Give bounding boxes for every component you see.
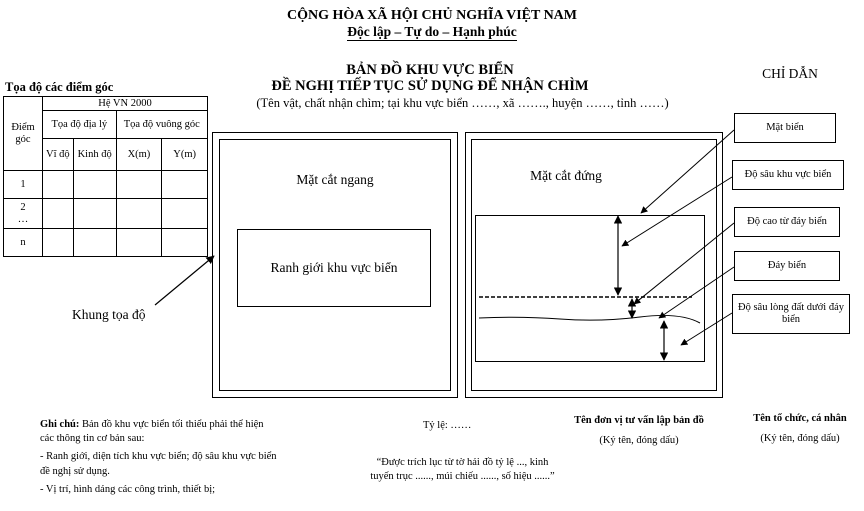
map-title: BẢN ĐỒ KHU VỰC BIỂN bbox=[346, 62, 514, 78]
cross-section-frame bbox=[212, 132, 458, 398]
consultant-title: Tên đơn vị tư vấn lập bản đồ bbox=[574, 415, 704, 426]
scale-label: Tỷ lệ: …… bbox=[423, 420, 472, 431]
footer-note: Ghi chú: Bản đồ khu vực biển tối thiểu p… bbox=[40, 418, 280, 497]
leader-height bbox=[633, 222, 735, 305]
table-cell bbox=[161, 228, 208, 257]
vertical-section-frame bbox=[465, 132, 723, 398]
note-item-1: - Ranh giới, diện tích khu vực biển; độ … bbox=[40, 451, 277, 477]
org-sign: (Ký tên, đóng dấu) bbox=[760, 433, 840, 444]
subsoil-line bbox=[478, 315, 701, 324]
lon-header: Kinh độ bbox=[72, 138, 117, 171]
table-row-point: 1 bbox=[3, 170, 43, 199]
note-label: Ghi chú: bbox=[40, 419, 80, 430]
table-cell bbox=[72, 198, 117, 229]
projected-header: Tọa độ vuông góc bbox=[115, 110, 209, 139]
table-cell bbox=[42, 198, 74, 229]
leader-seabed bbox=[658, 266, 735, 319]
vertical-section-title: Mặt cắt đứng bbox=[530, 168, 602, 183]
table-cell bbox=[115, 228, 163, 257]
footer-note-intro: Ghi chú: Bản đồ khu vực biển tối thiểu p… bbox=[40, 418, 280, 446]
leader-sea-surface bbox=[640, 129, 735, 214]
table-cell bbox=[161, 170, 208, 199]
geo-header: Tọa độ địa lý bbox=[42, 110, 117, 139]
table-cell bbox=[72, 170, 117, 199]
y-header: Y(m) bbox=[161, 138, 208, 171]
table-row-point: n bbox=[3, 228, 43, 257]
note-item-2: - Vị trí, hình dáng các công trình, thiế… bbox=[40, 483, 216, 495]
motto-text: Độc lập – Tự do – Hạnh phúc bbox=[347, 24, 517, 41]
org-title: Tên tổ chức, cá nhân bbox=[753, 413, 847, 424]
guide-title: CHỈ DẪN bbox=[762, 66, 818, 81]
coord-table: Điểm góc Hệ VN 2000 Tọa độ địa lý Tọa độ… bbox=[3, 96, 209, 257]
coordinate-frame-label: Khung tọa độ bbox=[72, 307, 146, 322]
callout-sea-surface: Mặt biển bbox=[734, 113, 836, 143]
note-text: Bản đồ khu vực biển tối thiểu phải thể h… bbox=[40, 419, 264, 445]
coord-table-title: Tọa độ các điểm góc bbox=[5, 80, 114, 94]
table-row-point: 2 … bbox=[3, 198, 43, 229]
callout-subsoil-depth: Độ sâu lòng đất dưới đáy biển bbox=[732, 294, 850, 334]
sea-boundary-box: Ranh giới khu vực biển bbox=[237, 229, 431, 307]
table-cell bbox=[115, 170, 163, 199]
sea-boundary-label: Ranh giới khu vực biển bbox=[270, 260, 398, 275]
leader-sea-depth bbox=[621, 176, 733, 247]
vertical-section-profile bbox=[475, 215, 705, 362]
consultant-sign: (Ký tên, đóng dấu) bbox=[599, 435, 679, 446]
table-cell bbox=[72, 228, 117, 257]
chart-extract-note: “Được trích lục từ tờ hải đồ tỷ lệ ..., … bbox=[370, 457, 555, 483]
map-location-line: (Tên vật, chất nhận chìm; tại khu vực bi… bbox=[256, 96, 669, 110]
national-name: CỘNG HÒA XÃ HỘI CHỦ NGHĨA VIỆT NAM bbox=[286, 8, 577, 23]
callout-height-from-seabed: Độ cao từ đáy biển bbox=[734, 207, 840, 237]
cross-section-inner-frame bbox=[219, 139, 451, 391]
map-subtitle: ĐỀ NGHỊ TIẾP TỤC SỬ DỤNG ĐỂ NHẬN CHÌM bbox=[271, 78, 589, 94]
vertical-section-inner-frame bbox=[471, 139, 717, 391]
frame-pointer-arrow bbox=[154, 255, 215, 306]
national-motto: Độc lập – Tự do – Hạnh phúc bbox=[0, 24, 864, 41]
callout-seabed: Đáy biển bbox=[734, 251, 840, 281]
callout-sea-depth: Độ sâu khu vực biển bbox=[732, 160, 844, 190]
cross-section-title: Mặt cắt ngang bbox=[296, 172, 374, 187]
leader-subsoil bbox=[680, 312, 733, 346]
